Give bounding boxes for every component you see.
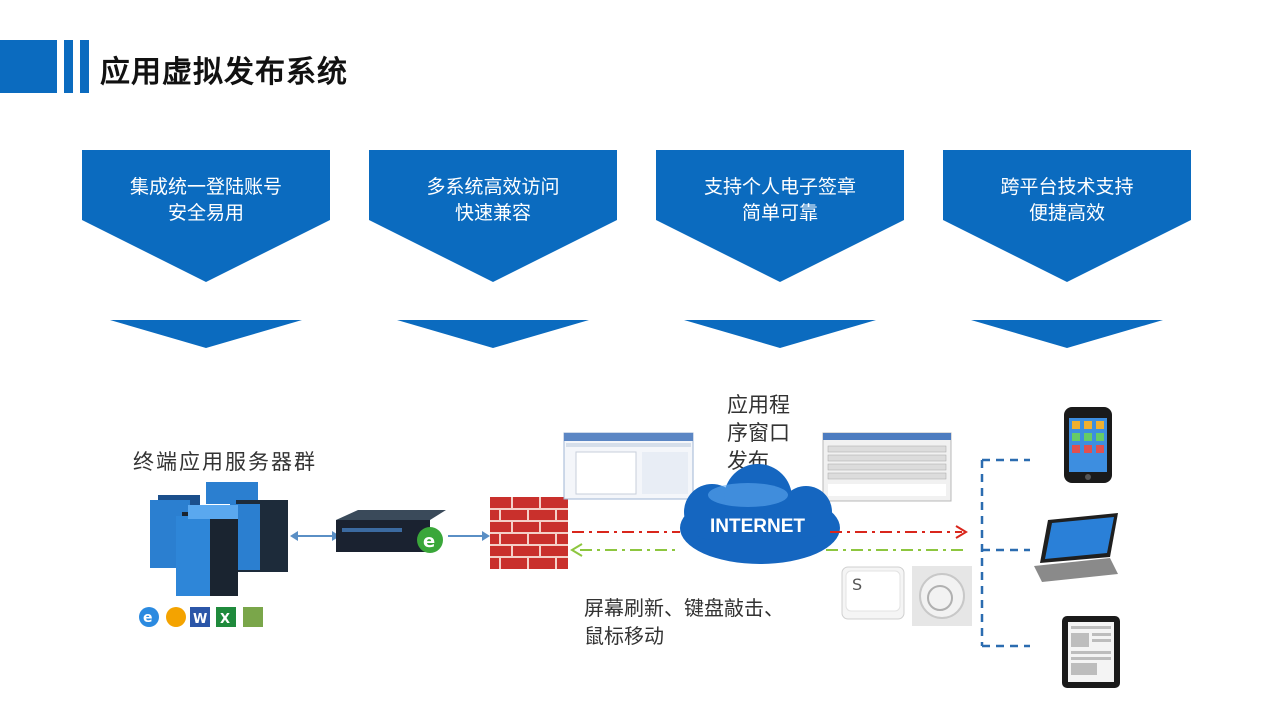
server-cluster-icon [150,482,288,596]
feature-text: 跨平台技术支持 便捷高效 [943,174,1191,226]
internet-cloud-icon [680,464,840,564]
header-bar-block [0,40,57,93]
feature-chevron-shape [369,150,617,282]
laptop-icon [1034,513,1118,582]
ie-icon [417,527,443,553]
excel-icon [216,607,236,627]
key-label: S [852,575,862,594]
feature-text: 多系统高效访问 快速兼容 [369,174,617,226]
lower-triangle [971,320,1163,348]
feature-card: 集成统一登陆账号 安全易用 [82,150,330,282]
app-window-thumbnail [822,432,952,502]
header-bar-stripe-2 [80,40,89,93]
phone-icon [1064,407,1112,483]
page-title: 应用虚拟发布系统 [100,55,348,90]
app-window-thumbnail [563,432,694,500]
firewall-icon [490,497,568,569]
outbound-dashed-arrow [572,525,968,539]
inbound-dashed-arrow [570,543,966,557]
feature-line-2: 安全易用 [167,202,244,224]
feature-line-1: 支持个人电子签章 [703,176,856,198]
input-label-line: 鼠标移动 [584,624,664,648]
feature-text: 支持个人电子签章 简单可靠 [656,174,904,226]
feature-card: 跨平台技术支持 便捷高效 [943,150,1191,282]
feature-line-2: 快速兼容 [454,202,531,224]
svg-text:e: e [143,610,153,626]
device-connector-lines [980,458,1030,648]
ie-icon [139,607,159,627]
feature-card: 多系统高效访问 快速兼容 [369,150,617,282]
lower-triangle [397,320,589,348]
feature-line-1: 多系统高效访问 [426,176,560,198]
feature-chevron-shape [82,150,330,282]
publish-label-line: 序窗口 [727,421,790,445]
feature-card: 支持个人电子签章 简单可靠 [656,150,904,282]
server-gateway-arrow [290,531,340,541]
word-icon [190,607,210,627]
keyboard-key-icon [841,566,905,620]
tablet-icon [1062,616,1120,688]
feature-chevron-shape [943,150,1191,282]
svg-text:W: W [193,612,207,627]
input-label-line: 屏幕刷新、键盘敲击、 [584,596,784,620]
feature-line-1: 集成统一登陆账号 [129,176,282,198]
lower-triangle [684,320,876,348]
app-icon [166,607,186,627]
input-events-label: 屏幕刷新、键盘敲击、 鼠标移动 [584,594,784,650]
feature-text: 集成统一登陆账号 安全易用 [82,174,330,226]
svg-text:X: X [220,612,230,627]
publish-label: 应用程 序窗口 发布 [727,391,790,475]
svg-text:e: e [423,531,435,552]
feature-line-1: 跨平台技术支持 [1000,176,1134,198]
publish-label-line: 应用程 [727,393,790,417]
feature-line-2: 便捷高效 [1028,202,1105,224]
image-icon [243,607,263,627]
feature-line-2: 简单可靠 [741,202,818,224]
app-icons-row: e W X [139,607,263,627]
lower-triangle [110,320,302,348]
gateway-server-icon: e [336,510,446,553]
server-group-label: 终端应用服务器群 [133,450,317,474]
internet-label: INTERNET [710,516,805,537]
feature-chevron-shape [656,150,904,282]
mouse-click-icon [912,566,972,626]
header-bar-stripe-1 [64,40,73,93]
